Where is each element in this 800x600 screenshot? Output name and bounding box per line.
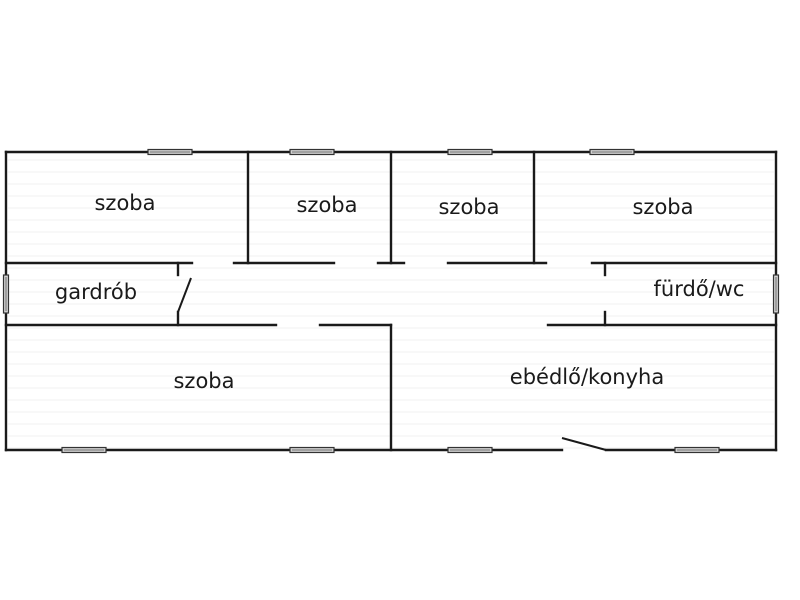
room-label-2: szoba [296, 193, 357, 217]
wardrobe-door [177, 277, 192, 313]
entrance-door [561, 437, 607, 451]
wardrobe-label: gardrób [55, 280, 137, 304]
doors [177, 277, 607, 451]
room-label-4: szoba [632, 195, 693, 219]
room-labels: szoba szoba szoba szoba gardrób fürdő/wc… [55, 191, 745, 393]
bathroom-label: fürdő/wc [654, 277, 745, 301]
room-label-1: szoba [94, 191, 155, 215]
room-label-3: szoba [438, 195, 499, 219]
room-label-5: szoba [173, 369, 234, 393]
interior-walls [4, 150, 778, 452]
kitchen-label: ebédlő/konyha [510, 365, 664, 389]
windows [2, 148, 780, 454]
